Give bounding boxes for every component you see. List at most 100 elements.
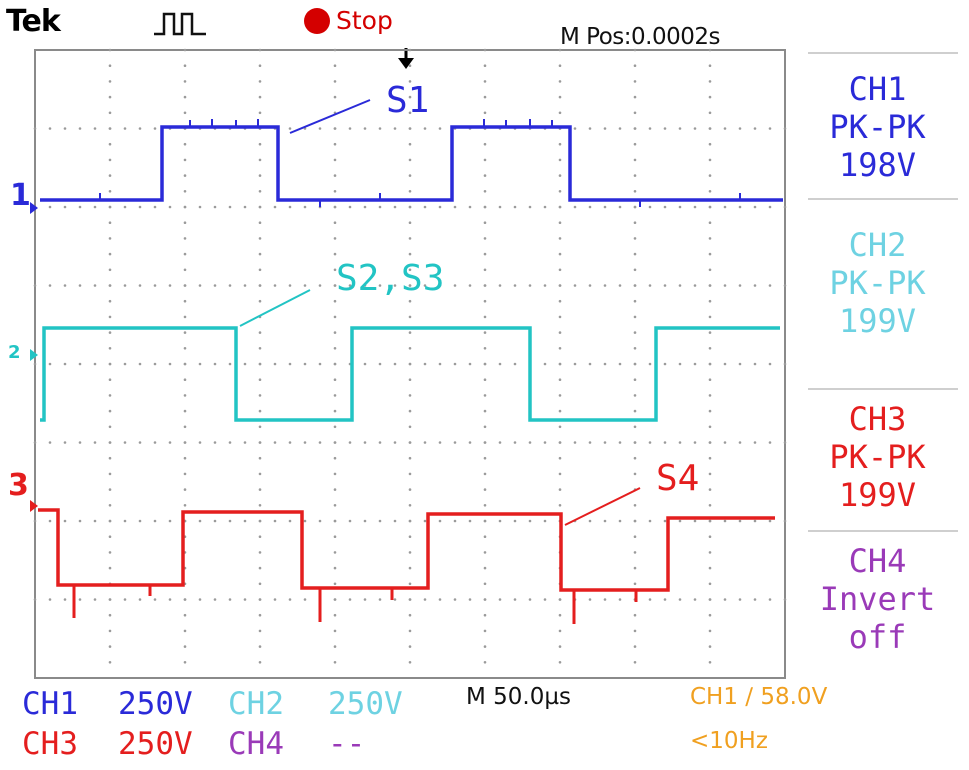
ch2-measurement[interactable]: CH2 PK-PK 199V xyxy=(790,226,965,340)
ch2-meas-title: CH2 xyxy=(848,226,907,264)
grid-dot xyxy=(333,347,337,350)
grid-dot xyxy=(558,378,562,382)
grid-dot xyxy=(153,362,157,366)
grid-dot xyxy=(348,441,352,444)
grid-dot xyxy=(693,441,697,444)
grid-dot xyxy=(438,519,442,523)
grid-dot xyxy=(63,519,67,523)
grid-dot xyxy=(48,205,52,209)
grid-dot xyxy=(183,425,187,429)
brand-logo: Tek xyxy=(6,4,61,39)
grid-dot xyxy=(153,441,157,444)
grid-dot xyxy=(708,174,712,177)
grid-dot xyxy=(348,284,352,287)
grid-dot xyxy=(633,535,637,538)
grid-dot xyxy=(63,127,67,130)
grid-dot xyxy=(333,268,337,272)
grid-dot xyxy=(408,315,412,319)
grid-dot xyxy=(558,111,562,115)
grid-dot xyxy=(108,174,112,177)
grid-dot xyxy=(738,519,742,523)
grid-dot xyxy=(183,629,187,633)
timebase-readout: M 50.0µs xyxy=(466,684,571,710)
grid-dot xyxy=(258,488,262,491)
grid-dot xyxy=(408,111,412,115)
trigger-readout: CH1 ∕ 58.0V xyxy=(690,684,828,710)
grid-dot xyxy=(48,127,52,130)
ch3-meas-value: 199V xyxy=(838,476,917,514)
grid-dot xyxy=(648,284,652,287)
grid-dot xyxy=(408,519,412,523)
grid-dot xyxy=(78,205,82,209)
grid-dot xyxy=(243,205,247,209)
s1-leader-line xyxy=(289,99,371,134)
grid-dot xyxy=(408,425,412,429)
grid-dot xyxy=(483,190,487,193)
grid-dot xyxy=(408,535,412,538)
grid-dot xyxy=(183,284,187,287)
grid-dot xyxy=(708,394,712,397)
grid-dot xyxy=(408,629,412,633)
ch3-scale-value: 250V xyxy=(118,726,193,762)
grid-dot xyxy=(258,504,262,507)
grid-dot xyxy=(93,441,97,444)
grid-dot xyxy=(588,284,592,287)
grid-dot xyxy=(723,598,727,601)
grid-dot xyxy=(558,456,562,460)
grid-dot xyxy=(318,441,322,444)
grid-dot xyxy=(258,645,262,648)
grid-dot xyxy=(558,472,562,476)
grid-dot xyxy=(603,519,607,523)
grid-dot xyxy=(378,519,382,523)
grid-dot xyxy=(513,598,517,601)
grid-dot xyxy=(618,519,622,523)
ch1-measurement[interactable]: CH1 PK-PK 198V xyxy=(790,70,965,184)
grid-dot xyxy=(483,64,487,67)
grid-dot xyxy=(258,582,262,586)
grid-dot xyxy=(288,598,292,601)
grid-dot xyxy=(198,441,202,444)
grid-dot xyxy=(108,378,112,382)
ch1-noise-ticks xyxy=(99,119,741,207)
grid-dot xyxy=(693,598,697,601)
ch4-measurement[interactable]: CH4 Invert off xyxy=(790,542,965,656)
grid-dot xyxy=(138,441,142,444)
grid-dot xyxy=(198,284,202,287)
grid-dot xyxy=(408,331,412,334)
grid-dot xyxy=(33,362,37,366)
ch3-scale-label: CH3 xyxy=(22,726,78,762)
grid-dot xyxy=(333,582,337,586)
grid-dot xyxy=(408,299,412,303)
grid-dot xyxy=(633,661,637,664)
grid-dot xyxy=(483,252,487,256)
grid-dot xyxy=(723,205,727,209)
grid-dot xyxy=(483,111,487,115)
grid-dot xyxy=(333,64,337,67)
grid-dot xyxy=(393,598,397,601)
grid-dot xyxy=(168,598,172,601)
edge-trigger-icon xyxy=(154,12,206,36)
grid-dot xyxy=(33,519,37,523)
grid-dot xyxy=(483,661,487,664)
grid-dot xyxy=(468,598,472,601)
grid-dot xyxy=(258,378,262,382)
ch3-transient-spikes xyxy=(72,585,638,624)
grid-dot xyxy=(483,535,487,538)
ch3-measurement[interactable]: CH3 PK-PK 199V xyxy=(790,400,965,514)
grid-dot xyxy=(303,519,307,523)
grid-dot xyxy=(318,519,322,523)
grid-dot xyxy=(363,205,367,209)
grid-dot xyxy=(258,268,262,272)
grid-dot xyxy=(258,472,262,476)
grid-dot xyxy=(678,519,682,523)
grid-dot xyxy=(558,221,562,224)
grid-dot xyxy=(333,174,337,177)
grid-dot xyxy=(408,48,412,52)
grid-dot xyxy=(558,174,562,177)
grid-dot xyxy=(183,64,187,67)
grid-dot xyxy=(333,598,337,601)
grid-dot xyxy=(108,488,112,491)
grid-dot xyxy=(663,362,667,366)
grid-dot xyxy=(333,142,337,146)
